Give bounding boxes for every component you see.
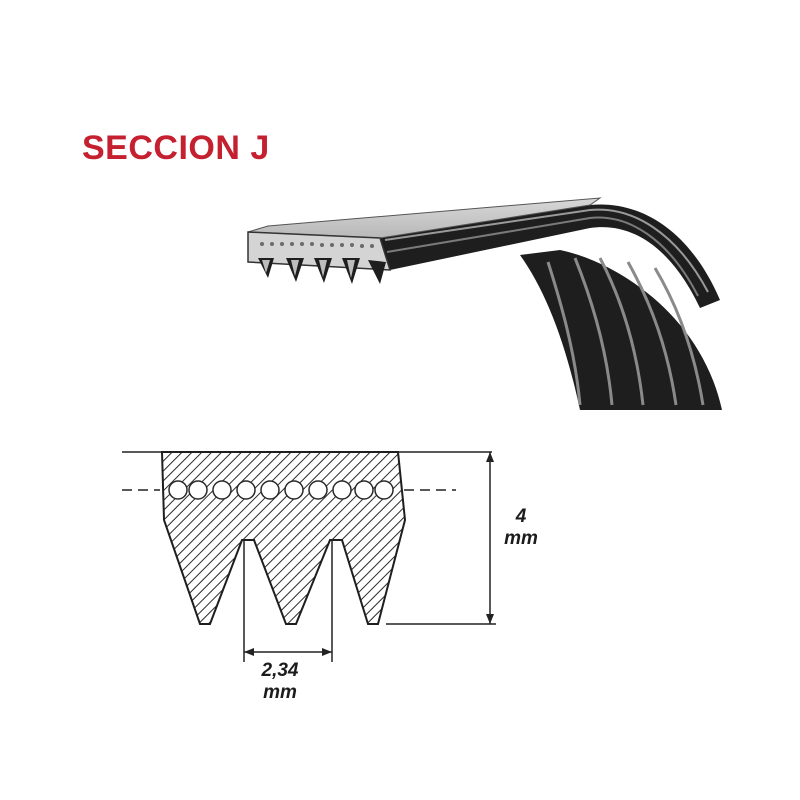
belt-illustration — [247, 197, 722, 410]
belt-cross-section — [122, 451, 496, 662]
rib-pitch-value: 2,34 — [261, 660, 299, 681]
rib-pitch-dimension-label: 2,34 mm — [248, 660, 312, 704]
height-dimension-label: 4 mm — [498, 506, 544, 550]
height-value: 4 — [515, 506, 527, 527]
rib-pitch-unit: mm — [263, 682, 297, 703]
height-unit: mm — [504, 528, 538, 549]
section-title: SECCION J — [82, 129, 270, 167]
